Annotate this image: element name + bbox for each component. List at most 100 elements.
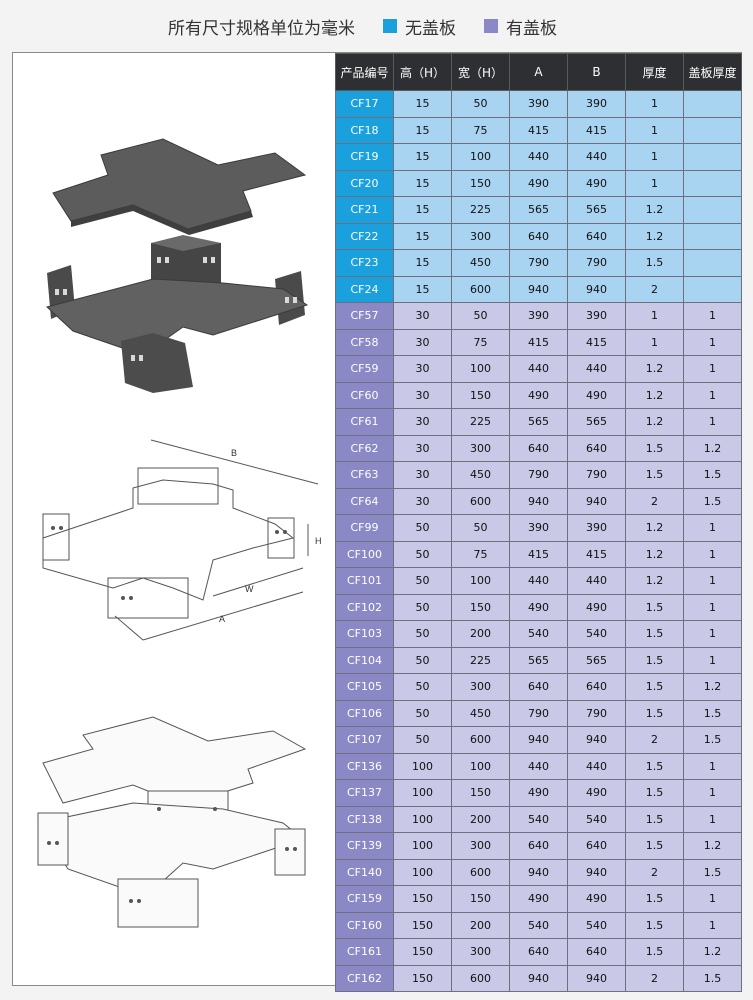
cell-a: 490	[509, 779, 568, 807]
cell-width: 50	[451, 514, 510, 542]
cell-cover-thickness	[683, 196, 742, 224]
cell-height: 15	[393, 249, 452, 277]
cell-a: 440	[509, 567, 568, 595]
cell-a: 390	[509, 302, 568, 330]
cell-height: 30	[393, 487, 452, 515]
cell-a: 640	[509, 832, 568, 860]
cell-width: 150	[451, 381, 510, 409]
page-header: 所有尺寸规格单位为毫米 无盖板 有盖板	[0, 0, 753, 52]
col-header-width: 宽（H）	[451, 53, 510, 91]
cell-width: 200	[451, 911, 510, 939]
cell-code: CF20	[335, 169, 394, 197]
col-header-b: B	[567, 53, 626, 91]
cell-height: 100	[393, 752, 452, 780]
cell-height: 15	[393, 90, 452, 118]
col-header-cover-thickness: 盖板厚度	[683, 53, 742, 91]
cell-thickness: 2	[625, 858, 684, 886]
cell-width: 75	[451, 328, 510, 356]
cell-width: 450	[451, 461, 510, 489]
cell-width: 600	[451, 275, 510, 303]
cell-b: 940	[567, 964, 626, 992]
cell-thickness: 1.5	[625, 832, 684, 860]
cell-b: 415	[567, 116, 626, 144]
cell-height: 100	[393, 779, 452, 807]
cell-code: CF23	[335, 249, 394, 277]
cell-width: 600	[451, 964, 510, 992]
cell-thickness: 1.5	[625, 805, 684, 833]
cell-thickness: 1.5	[625, 673, 684, 701]
cell-cover-thickness	[683, 143, 742, 171]
cell-thickness: 1.5	[625, 646, 684, 674]
cell-code: CF62	[335, 434, 394, 462]
cell-a: 440	[509, 355, 568, 383]
cell-b: 940	[567, 726, 626, 754]
cell-thickness: 1.2	[625, 408, 684, 436]
cell-code: CF61	[335, 408, 394, 436]
cell-height: 30	[393, 328, 452, 356]
cell-thickness: 1.2	[625, 196, 684, 224]
cell-cover-thickness: 1.5	[683, 461, 742, 489]
cell-cover-thickness: 1	[683, 540, 742, 568]
cell-thickness: 1.2	[625, 355, 684, 383]
cell-height: 150	[393, 885, 452, 913]
cell-width: 150	[451, 169, 510, 197]
cell-code: CF100	[335, 540, 394, 568]
cell-thickness: 1.2	[625, 514, 684, 542]
col-header-height: 高（H）	[393, 53, 452, 91]
cell-code: CF137	[335, 779, 394, 807]
cell-code: CF104	[335, 646, 394, 674]
cell-cover-thickness	[683, 249, 742, 277]
cell-thickness: 1.2	[625, 540, 684, 568]
dimension-label-a: A	[219, 614, 225, 624]
cell-cover-thickness: 1	[683, 620, 742, 648]
cell-cover-thickness: 1	[683, 567, 742, 595]
cell-height: 30	[393, 381, 452, 409]
cell-a: 640	[509, 673, 568, 701]
cell-code: CF103	[335, 620, 394, 648]
cell-height: 15	[393, 116, 452, 144]
cell-b: 540	[567, 805, 626, 833]
dimension-label-w: W	[245, 584, 254, 594]
cell-b: 790	[567, 699, 626, 727]
cell-code: CF139	[335, 832, 394, 860]
cell-b: 790	[567, 249, 626, 277]
cell-width: 150	[451, 885, 510, 913]
cell-width: 225	[451, 196, 510, 224]
cell-width: 300	[451, 222, 510, 250]
cell-a: 540	[509, 805, 568, 833]
cell-a: 490	[509, 885, 568, 913]
cell-cover-thickness: 1.2	[683, 673, 742, 701]
cell-code: CF102	[335, 593, 394, 621]
cell-b: 565	[567, 646, 626, 674]
cell-thickness: 1.5	[625, 752, 684, 780]
unit-note: 所有尺寸规格单位为毫米	[168, 18, 355, 39]
cell-b: 490	[567, 169, 626, 197]
cell-code: CF161	[335, 938, 394, 966]
cell-height: 15	[393, 169, 452, 197]
col-header-thickness: 厚度	[625, 53, 684, 91]
cell-height: 50	[393, 620, 452, 648]
cell-thickness: 1.5	[625, 911, 684, 939]
cell-cover-thickness: 1	[683, 514, 742, 542]
cell-cover-thickness: 1	[683, 328, 742, 356]
cell-b: 640	[567, 673, 626, 701]
cell-thickness: 2	[625, 964, 684, 992]
cell-a: 565	[509, 196, 568, 224]
cell-thickness: 1.5	[625, 779, 684, 807]
cell-a: 490	[509, 381, 568, 409]
cell-thickness: 1	[625, 116, 684, 144]
cell-width: 75	[451, 540, 510, 568]
cell-a: 390	[509, 90, 568, 118]
cell-cover-thickness: 1	[683, 805, 742, 833]
